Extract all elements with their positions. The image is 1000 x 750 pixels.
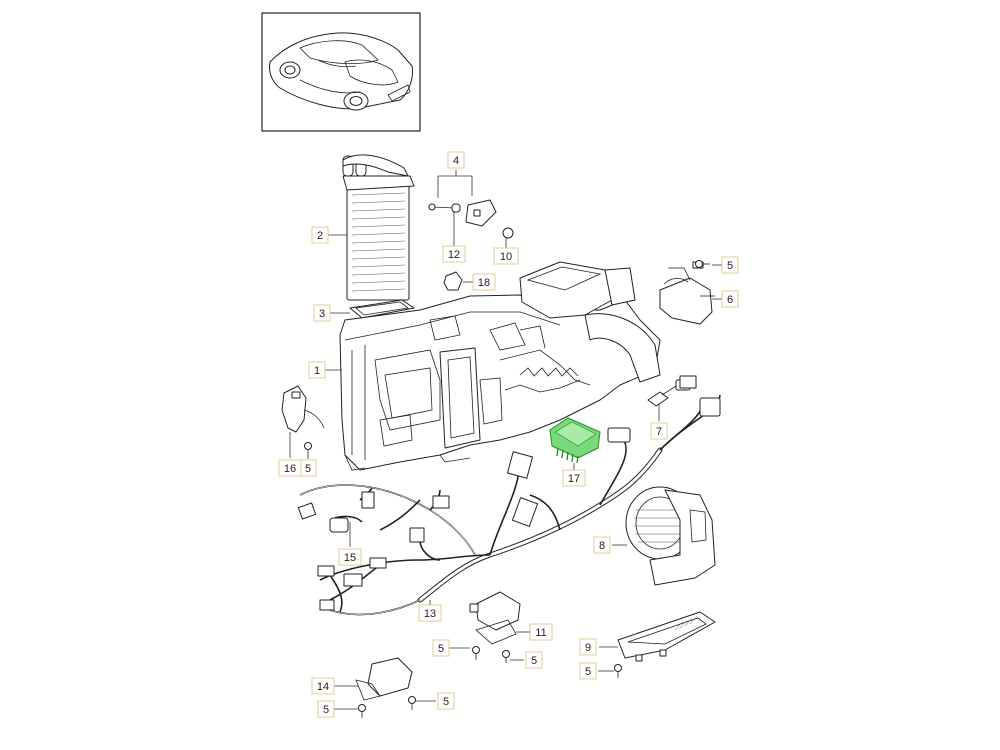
screw-icon [428, 203, 436, 211]
car-outline-icon [269, 32, 413, 111]
screw-icon [304, 442, 312, 456]
vehicle-thumbnail [261, 12, 421, 132]
callout-5[interactable]: 5 [299, 459, 317, 477]
callout-3[interactable]: 3 [313, 304, 331, 322]
callout-5[interactable]: 5 [579, 662, 597, 680]
svg-text:1: 1 [314, 365, 320, 377]
svg-text:11: 11 [535, 627, 546, 639]
callout-14[interactable]: 14 [311, 677, 335, 695]
screw-icon [695, 260, 710, 268]
screw-icon [408, 696, 416, 710]
temperature-sensor-assembly [431, 199, 514, 239]
svg-text:15: 15 [344, 552, 356, 564]
svg-text:12: 12 [448, 249, 460, 261]
callout-5[interactable]: 5 [437, 692, 455, 710]
callout-5[interactable]: 5 [432, 639, 450, 657]
callout-12[interactable]: 12 [442, 245, 466, 263]
svg-text:17: 17 [568, 473, 580, 485]
nut-part-18 [443, 271, 463, 291]
callout-7[interactable]: 7 [650, 422, 668, 440]
callout-5[interactable]: 5 [525, 651, 543, 669]
svg-text:5: 5 [305, 463, 311, 475]
svg-text:5: 5 [727, 260, 733, 272]
callout-2[interactable]: 2 [311, 226, 329, 244]
callout-5[interactable]: 5 [317, 700, 335, 718]
svg-text:6: 6 [727, 294, 733, 306]
vent-flap-icon [519, 367, 579, 377]
svg-text:16: 16 [284, 463, 296, 475]
svg-text:2: 2 [317, 230, 323, 242]
callout-1[interactable]: 1 [308, 361, 326, 379]
callout-16[interactable]: 16 [278, 459, 302, 477]
cover-part-9 [617, 611, 716, 662]
callout-18[interactable]: 18 [472, 273, 496, 291]
leader-lines [289, 170, 722, 710]
svg-text:5: 5 [531, 655, 537, 667]
blower-resistor-highlighted [549, 417, 601, 464]
screw-icon [502, 650, 510, 663]
svg-text:14: 14 [317, 681, 329, 693]
svg-text:4: 4 [453, 155, 459, 167]
callout-10[interactable]: 10 [493, 247, 519, 265]
svg-text:18: 18 [478, 277, 490, 289]
callout-13[interactable]: 13 [418, 604, 442, 622]
svg-text:13: 13 [424, 608, 436, 620]
callout-5[interactable]: 5 [0, 0, 6, 3]
callout-15[interactable]: 15 [338, 548, 362, 566]
actuator-motor [659, 261, 715, 325]
actuator-part-14 [355, 657, 413, 701]
callout-17[interactable]: 17 [562, 469, 586, 487]
screw-icon [358, 704, 366, 718]
svg-text:9: 9 [585, 642, 591, 654]
svg-text:5: 5 [323, 704, 329, 716]
blower-motor [625, 486, 716, 586]
svg-text:3: 3 [319, 308, 325, 320]
connector-plug-icons [297, 375, 721, 611]
svg-text:10: 10 [500, 251, 512, 263]
callout-9[interactable]: 9 [579, 638, 597, 656]
sensor-bracket-part-16 [281, 385, 325, 433]
svg-text:8: 8 [599, 540, 605, 552]
heater-core-seal [349, 299, 415, 319]
screw-icon [472, 646, 480, 660]
callout-11[interactable]: 11 [529, 623, 553, 641]
wiring-harness [297, 375, 721, 616]
svg-text:5: 5 [443, 696, 449, 708]
svg-text:5: 5 [585, 666, 591, 678]
callout-4[interactable]: 4 [447, 151, 465, 169]
callout-8[interactable]: 8 [593, 536, 611, 554]
screw-icon [614, 664, 622, 678]
callout-5[interactable]: 5 [721, 256, 739, 274]
screws [304, 203, 710, 718]
heater-housing [339, 261, 661, 471]
svg-text:7: 7 [656, 426, 662, 438]
actuator-part-11 [469, 591, 521, 645]
callout-labels: 1 2 3 4 5 5 5 5 5 5 5 5 6 7 8 9 10 11 12… [0, 0, 739, 718]
heater-core [342, 154, 415, 301]
callout-6[interactable]: 6 [721, 290, 739, 308]
svg-text:5: 5 [438, 643, 444, 655]
